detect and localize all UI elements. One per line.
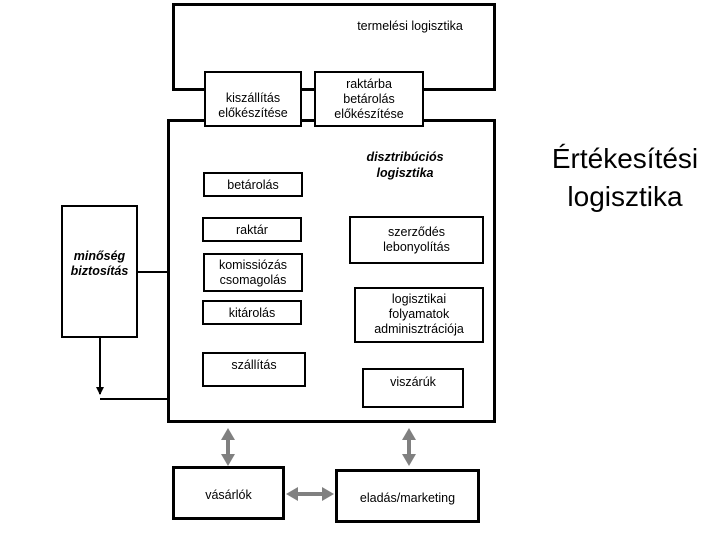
slide-title: Értékesítési logisztika [540, 140, 710, 216]
distribution-logistics-line1: disztribúciós [366, 150, 444, 164]
buyers-label: vásárlók [205, 488, 252, 502]
admin-box: logisztikai folyamatok adminisztrációja [354, 287, 484, 343]
slide-title-line1: Értékesítési [551, 143, 699, 174]
warehousing-prep-box: raktárba betárolás előkészítése [314, 71, 424, 127]
buyers-box: vásárlók [172, 466, 285, 520]
shipping-prep-box: kiszállítás előkészítése [204, 71, 302, 127]
admin-line3: adminisztrációja [374, 322, 464, 336]
warehousing-prep-line1: raktárba [346, 77, 392, 91]
returns-label: viszárúk [390, 375, 436, 389]
storing-in-label: betárolás [227, 178, 279, 192]
double-arrow-right [402, 428, 416, 466]
contract-box: szerződés lebonyolítás [349, 216, 484, 264]
warehouse-box: raktár [202, 217, 302, 242]
production-logistics-label: termelési logisztika [357, 19, 463, 33]
slide-title-line2: logisztika [567, 181, 683, 212]
double-arrow-left [221, 428, 235, 466]
storing-in-box: betárolás [203, 172, 303, 197]
transport-label: szállítás [231, 358, 277, 372]
shipping-prep-line1: kiszállítás [225, 91, 281, 105]
distribution-logistics-line2: logisztika [376, 166, 434, 180]
admin-line2: folyamatok [388, 307, 450, 321]
retrieval-label: kitárolás [228, 306, 276, 320]
retrieval-box: kitárolás [202, 300, 302, 325]
quality-assurance-box: minőség biztosítás [61, 205, 138, 338]
quality-line2: biztosítás [70, 264, 129, 278]
returns-box: viszárúk [362, 368, 464, 408]
shipping-prep-line2: előkészítése [218, 106, 288, 120]
contract-line2: lebonyolítás [383, 240, 450, 254]
sales-marketing-label: eladás/marketing [359, 491, 456, 505]
commissioning-box: komissiózás csomagolás [203, 253, 303, 292]
commissioning-line1: komissiózás [218, 258, 288, 272]
double-arrow-horizontal [286, 487, 334, 501]
warehouse-label: raktár [236, 223, 268, 237]
warehousing-prep-line2: betárolás [343, 92, 395, 106]
admin-line1: logisztikai [391, 292, 447, 306]
transport-box: szállítás [202, 352, 306, 387]
warehousing-prep-line3: előkészítése [334, 107, 404, 121]
commissioning-line2: csomagolás [219, 273, 287, 287]
contract-line1: szerződés [388, 225, 445, 239]
quality-line1: minőség [73, 249, 126, 263]
sales-marketing-box: eladás/marketing [335, 469, 480, 523]
